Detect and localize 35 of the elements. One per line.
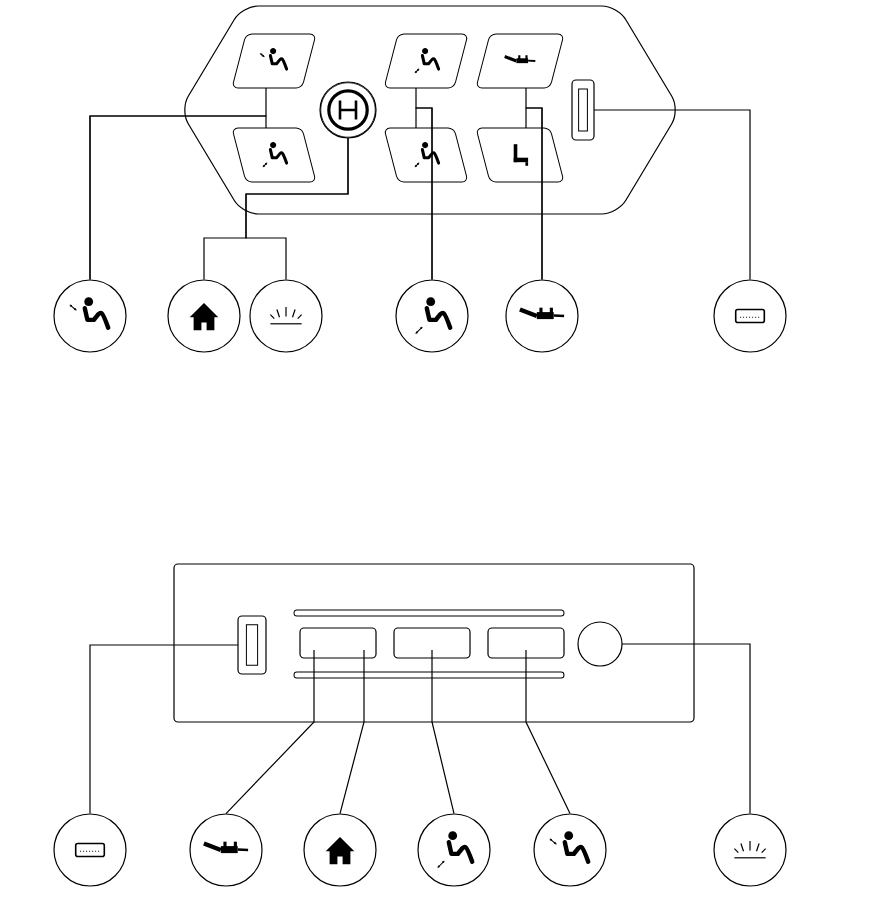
icon-circle bbox=[713, 813, 787, 887]
control-panel bbox=[184, 5, 676, 215]
control-panel bbox=[173, 563, 695, 723]
button bbox=[487, 627, 565, 659]
leader-line bbox=[525, 649, 571, 815]
button bbox=[232, 127, 316, 183]
leader-line bbox=[339, 649, 365, 815]
button bbox=[384, 33, 468, 89]
leader-line bbox=[593, 109, 751, 281]
button bbox=[299, 627, 377, 659]
icon-circle bbox=[713, 279, 787, 353]
button bbox=[476, 127, 564, 183]
icon-circle bbox=[417, 813, 491, 887]
button bbox=[476, 33, 564, 89]
leader-line bbox=[621, 643, 751, 815]
icon-circle bbox=[505, 279, 579, 353]
usb-port bbox=[237, 615, 267, 675]
round-button bbox=[577, 621, 623, 667]
icon-circle bbox=[53, 813, 127, 887]
button bbox=[393, 627, 471, 659]
leader-line bbox=[245, 137, 349, 281]
icon-circle bbox=[533, 813, 607, 887]
button bbox=[384, 127, 468, 183]
icon-circle bbox=[303, 813, 377, 887]
button bbox=[319, 81, 377, 139]
button bbox=[232, 33, 316, 89]
icon-circle bbox=[189, 813, 263, 887]
usb-port bbox=[571, 79, 595, 141]
icon-circle bbox=[53, 279, 127, 353]
icon-circle bbox=[395, 279, 469, 353]
icon-circle bbox=[167, 279, 241, 353]
leader-line bbox=[89, 644, 239, 815]
leader-line bbox=[431, 649, 455, 815]
leader-line bbox=[225, 649, 315, 815]
icon-circle bbox=[249, 279, 323, 353]
